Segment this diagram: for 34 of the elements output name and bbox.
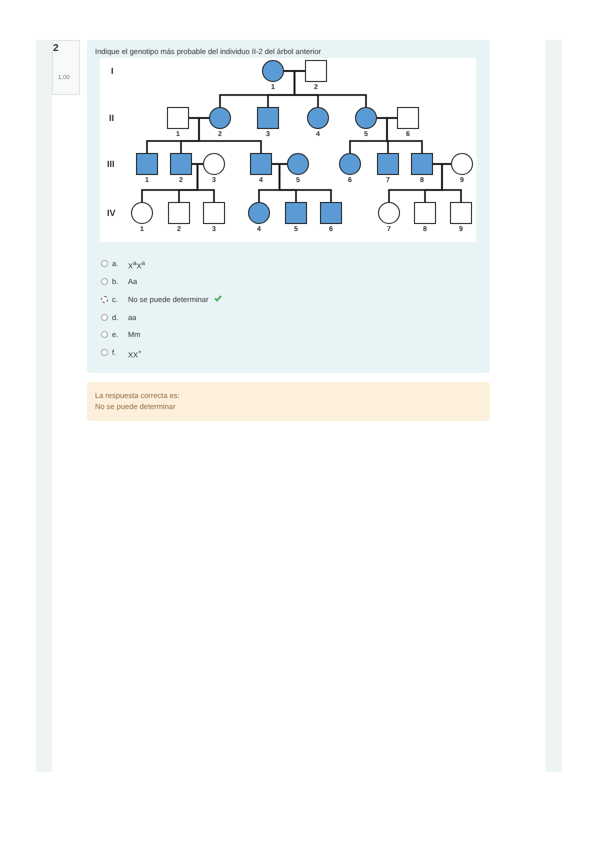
affected-male-square [411, 153, 433, 175]
generation-label: II [109, 113, 114, 123]
affected-female-circle [262, 60, 284, 82]
generation-label: III [107, 159, 115, 169]
pedigree-line [196, 163, 215, 202]
affected-female-circle [355, 107, 377, 129]
affected-female-circle [248, 202, 270, 224]
female-circle [378, 202, 400, 224]
affected-male-square [377, 153, 399, 175]
affected-male-square [320, 202, 342, 224]
generation-label: I [111, 66, 114, 76]
generation-label: IV [107, 208, 116, 218]
pedigree-line [386, 117, 423, 153]
female-circle [203, 153, 225, 175]
affected-female-circle [307, 107, 329, 129]
affected-male-square [285, 202, 307, 224]
male-square [397, 107, 419, 129]
pedigree-line [441, 163, 462, 202]
male-square [305, 60, 327, 82]
male-square [168, 202, 190, 224]
affected-male-square [170, 153, 192, 175]
male-square [450, 202, 472, 224]
female-circle [451, 153, 473, 175]
affected-female-circle [339, 153, 361, 175]
affected-female-circle [209, 107, 231, 129]
affected-female-circle [287, 153, 309, 175]
female-circle [131, 202, 153, 224]
affected-male-square [250, 153, 272, 175]
male-square [167, 107, 189, 129]
male-square [414, 202, 436, 224]
affected-male-square [257, 107, 279, 129]
question-number: 2 [53, 44, 59, 54]
male-square [203, 202, 225, 224]
affected-male-square [136, 153, 158, 175]
